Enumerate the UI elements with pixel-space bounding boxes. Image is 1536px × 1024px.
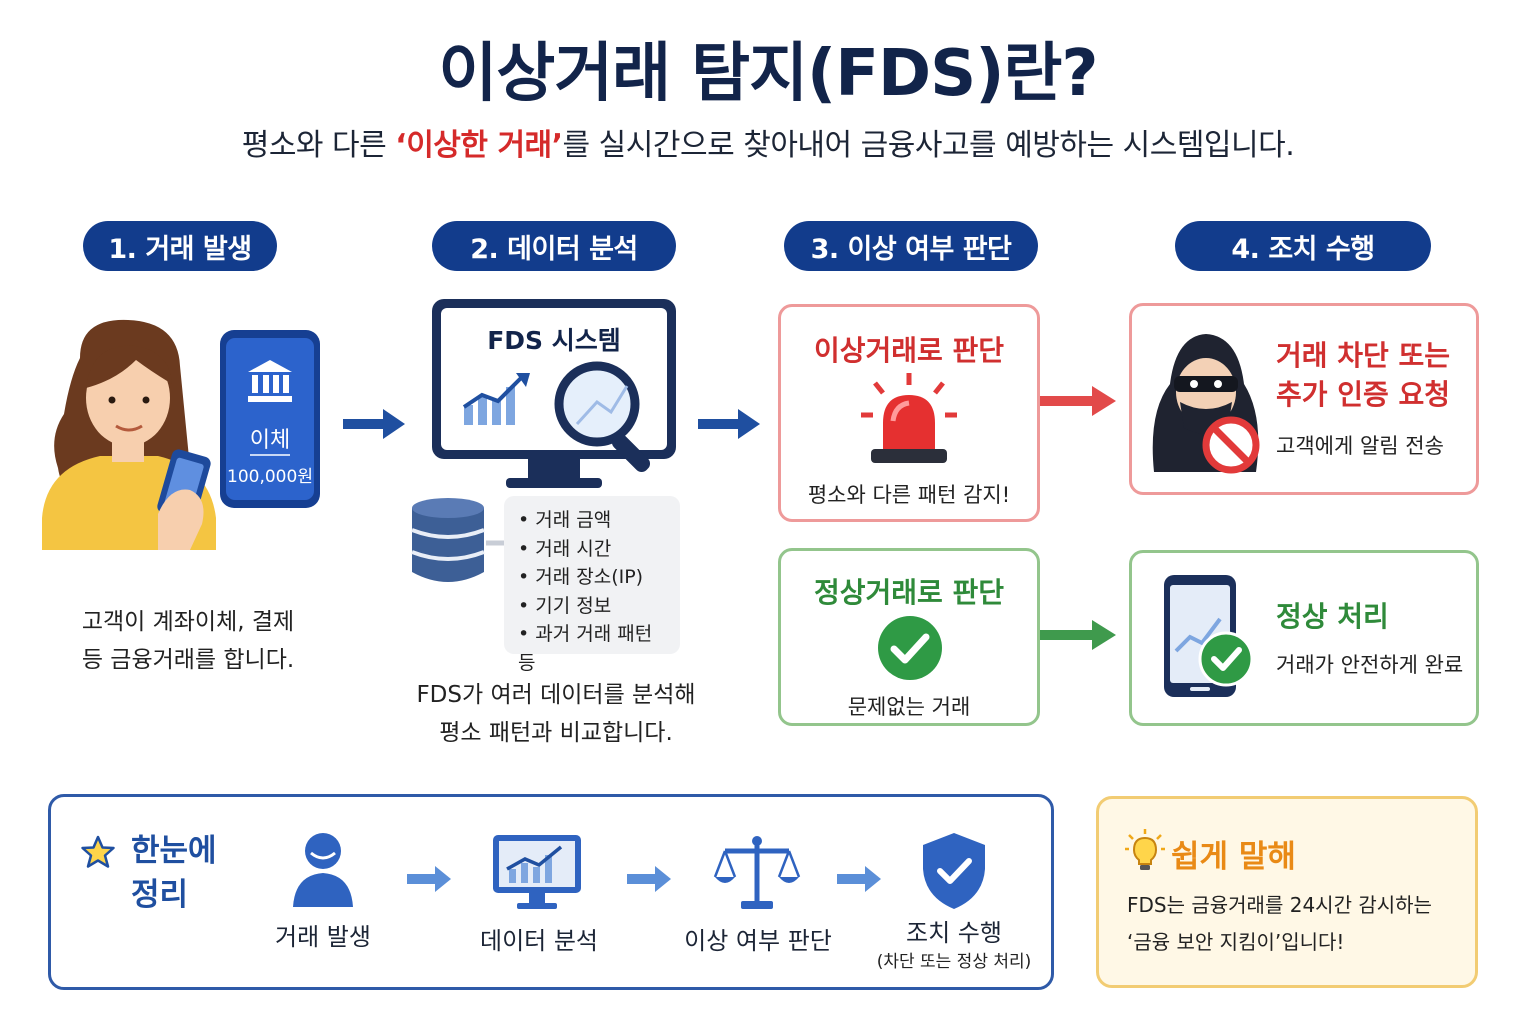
analysis-monitor-icon (493, 835, 581, 909)
shield-check-icon (923, 833, 985, 909)
arrow-right-icon (837, 866, 881, 892)
normal-judgement-card: 정상거래로 판단 문제없는 거래 (778, 548, 1040, 726)
step2-caption: FDS가 여러 데이터를 분석해 평소 패턴과 비교합니다. (380, 676, 732, 752)
ok-action-card: 정상 처리 거래가 안전하게 완료 (1129, 550, 1479, 726)
step-pill-1: 1. 거래 발생 (83, 221, 277, 271)
arrow-right-icon (343, 409, 405, 439)
star-icon (81, 835, 115, 868)
summary-title-line1: 한눈에 (131, 833, 217, 869)
subtitle-after: 를 실시간으로 찾아내어 금융사고를 예방하는 시스템입니다. (562, 128, 1295, 163)
scale-icon (713, 836, 801, 909)
summary-item-2: 데이터 분석 (479, 927, 599, 955)
step1-caption-line1: 고객이 계좌이체, 결제 (81, 609, 295, 635)
tip-title: 쉽게 말해 (1171, 839, 1296, 875)
arrow-right-icon (627, 866, 671, 892)
prohibited-icon (1202, 416, 1260, 474)
lightbulb-icon (1125, 829, 1165, 870)
step-pill-2: 2. 데이터 분석 (432, 221, 676, 271)
arrow-right-icon (698, 409, 760, 439)
block-action-card: 거래 차단 또는 추가 인증 요청 고객에게 알림 전송 (1129, 303, 1479, 495)
tip-body: FDS는 금융거래를 24시간 감시하는 ‘금융 보안 지킴이’입니다! (1127, 887, 1467, 961)
step2-caption-line2: 평소 패턴과 비교합니다. (439, 720, 673, 746)
subtitle-highlight: ‘이상한 거래’ (395, 128, 563, 163)
arrow-right-icon (407, 866, 451, 892)
ok-desc: 거래가 안전하게 완료 (1276, 653, 1464, 677)
block-title-line1: 거래 차단 또는 (1276, 339, 1451, 372)
phone-chart-icon (1164, 575, 1254, 697)
normal-desc: 문제없는 거래 (847, 695, 971, 719)
woman-with-phone (42, 319, 216, 550)
tip-line2: ‘금융 보안 지킴이’입니다! (1127, 930, 1345, 954)
database-icon (411, 498, 485, 582)
summary-item-4-sub: (차단 또는 정상 처리) (876, 952, 1032, 972)
abnormal-judgement-card: 이상거래로 판단 평소와 다른 패턴 감지! (778, 304, 1040, 522)
data-factor-item: 거래 장소(IP) (518, 563, 666, 592)
tip-line1: FDS는 금융거래를 24시간 감시하는 (1127, 893, 1432, 917)
ok-title: 정상 처리 (1276, 600, 1389, 633)
block-title-line2: 추가 인증 요청 (1276, 378, 1451, 411)
step1-caption: 고객이 계좌이체, 결제 등 금융거래를 합니다. (50, 603, 326, 679)
step1-caption-line2: 등 금융거래를 합니다. (81, 647, 295, 673)
siren-icon (861, 373, 957, 463)
subtitle-before: 평소와 다른 (241, 128, 396, 163)
summary-item-3: 이상 여부 판단 (684, 927, 832, 955)
abnormal-title: 이상거래로 판단 (813, 334, 1005, 367)
monitor-title: FDS 시스템 (487, 326, 621, 355)
monitor-chart-icon (462, 373, 530, 425)
summary-panel: 한눈에 정리 거래 발생 데이터 분석 이상 여부 판단 조치 수행 (48, 794, 1054, 990)
summary-item-1: 거래 발생 (275, 923, 371, 951)
transfer-phone: 이체 100,000원 (220, 330, 320, 508)
page-title: 이상거래 탐지(FDS)란? (438, 37, 1098, 111)
page-subtitle: 평소와 다른 ‘이상한 거래’를 실시간으로 찾아내어 금융사고를 예방하는 시… (0, 120, 1536, 164)
check-circle-icon (878, 616, 942, 680)
phone-transfer-label: 이체 (249, 428, 291, 453)
step2-caption-line1: FDS가 여러 데이터를 분석해 (416, 682, 696, 708)
abnormal-desc: 평소와 다른 패턴 감지! (807, 483, 1011, 507)
bank-icon (248, 360, 292, 402)
summary-title: 한눈에 정리 (131, 829, 251, 917)
data-factor-item: 거래 금액 (518, 506, 666, 535)
block-desc: 고객에게 알림 전송 (1276, 434, 1444, 458)
summary-title-line2: 정리 (131, 877, 189, 913)
data-factor-item: 기기 정보 (518, 592, 666, 621)
data-factor-item: 과거 거래 패턴 등 (518, 620, 666, 677)
step-pill-4: 4. 조치 수행 (1175, 221, 1431, 271)
summary-item-4: 조치 수행 (906, 919, 1002, 947)
phone-amount: 100,000원 (227, 467, 313, 487)
arrow-right-red-icon (1040, 386, 1116, 416)
magnifier-icon (554, 361, 651, 473)
tip-panel: 쉽게 말해 FDS는 금융거래를 24시간 감시하는 ‘금융 보안 지킴이’입니… (1096, 796, 1478, 988)
normal-title: 정상거래로 판단 (813, 576, 1005, 609)
block-title: 거래 차단 또는 추가 인증 요청 (1276, 336, 1476, 414)
user-icon (293, 833, 353, 907)
data-factor-item: 거래 시간 (518, 535, 666, 564)
data-factor-list: 거래 금액 거래 시간 거래 장소(IP) 기기 정보 과거 거래 패턴 등 (504, 496, 680, 674)
step-pill-3: 3. 이상 여부 판단 (784, 221, 1038, 271)
arrow-right-green-icon (1040, 620, 1116, 650)
